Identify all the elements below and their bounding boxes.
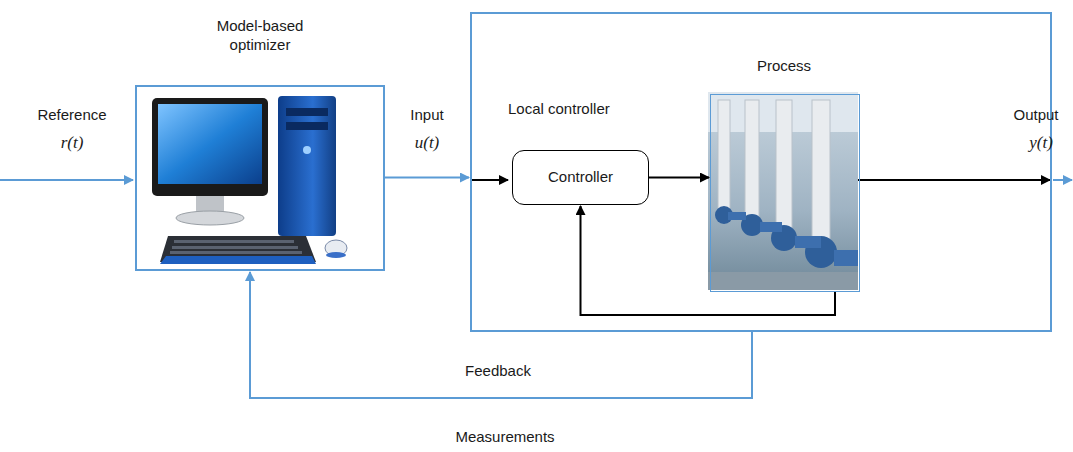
node-text: Process <box>709 57 859 76</box>
signal-name: Reference <box>37 106 106 124</box>
signal-connector <box>250 272 752 398</box>
signal-connector <box>581 206 836 315</box>
signal-symbol: y(t) <box>1029 133 1053 153</box>
output-arrow <box>1053 179 1072 181</box>
signal-name: Input <box>410 106 443 124</box>
reference-arrow <box>0 179 133 181</box>
node-text: Local controller <box>508 100 610 119</box>
output-arrow <box>858 179 1050 181</box>
process-box: Process <box>710 94 860 292</box>
node-text: Controller <box>548 168 613 187</box>
pump-hall-illustration <box>708 92 858 290</box>
signal-connector <box>649 177 709 179</box>
local-loop-box: Local controllerController Process <box>470 12 1052 332</box>
node-text: Model-based optimizer <box>195 17 325 55</box>
loop-name: Measurements <box>455 428 554 446</box>
optimizer-box: Model-based optimizer <box>135 85 385 271</box>
signal-name: Output <box>1013 106 1058 124</box>
signal-symbol: u(t) <box>415 133 440 153</box>
input-arrow <box>471 179 508 181</box>
controller-box: Controller <box>512 150 649 205</box>
signal-connector <box>385 177 469 179</box>
computer-illustration <box>152 96 347 264</box>
signal-symbol: r(t) <box>61 133 84 153</box>
loop-name: Feedback <box>465 362 531 380</box>
